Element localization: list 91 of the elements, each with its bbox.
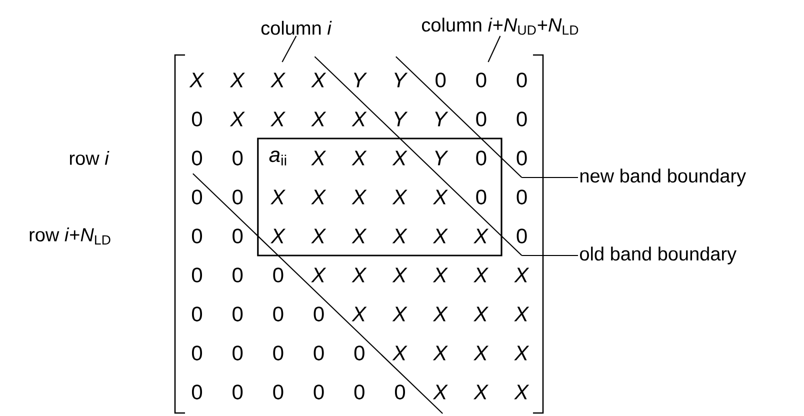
leader-line: [488, 36, 501, 62]
leader-line: [522, 254, 578, 256]
matrix-entry: X: [311, 190, 326, 204]
matrix-entry: 0: [476, 72, 486, 88]
matrix-entry: X: [514, 268, 530, 282]
matrix-entry: 0: [232, 150, 243, 166]
matrix-entry: X: [392, 190, 408, 204]
matrix-entry: 0: [314, 306, 324, 322]
matrix-entry: 0: [192, 346, 202, 360]
matrix-entry: X: [311, 72, 326, 88]
matrix-entry: 0: [192, 112, 202, 126]
matrix-entry: 0: [232, 228, 243, 244]
matrix-entry: X: [432, 190, 448, 204]
matrix-entry: X: [270, 190, 286, 204]
matrix-entry: 0: [192, 384, 202, 400]
matrix-entry: X: [352, 228, 367, 244]
matrix-entry: Y: [435, 150, 448, 166]
matrix-entry: 0: [192, 268, 202, 282]
matrix-entry: 0: [192, 150, 202, 166]
matrix-entry: 0: [516, 150, 527, 166]
matrix-entry: 0: [354, 346, 364, 360]
matrix-entry: X: [473, 384, 489, 400]
matrix-entry: a$_{ii}$: [269, 150, 286, 166]
matrix-entry: X: [311, 228, 326, 244]
matrix-entry: X: [473, 268, 489, 282]
matrix-entry: X: [352, 112, 367, 126]
matrix-entry: 0: [273, 268, 284, 282]
matrix-entry: X: [311, 112, 326, 126]
matrix-entry: X: [514, 346, 530, 360]
matrix-entry: X: [230, 72, 245, 88]
matrix-entry: 0: [516, 72, 527, 88]
matrix-entry: X: [270, 112, 286, 126]
matrix-entry: X: [473, 228, 489, 244]
matrix-entry: 0: [232, 306, 243, 322]
matrix-entry: 0: [476, 150, 486, 166]
matrix-entry: Y: [435, 112, 448, 126]
matrix-entry: 0: [232, 190, 243, 204]
matrix-entry: X: [352, 190, 367, 204]
column-label: column i+N$_{UD}$+N$_{LD}$: [422, 18, 578, 35]
matrix-entry: 0: [273, 306, 284, 322]
matrix-entry: X: [189, 72, 204, 88]
matrix-entry: 0: [273, 346, 284, 360]
matrix-entry: Y: [394, 72, 408, 88]
matrix-entry: Y: [394, 112, 408, 126]
matrix-entry: Y: [354, 72, 368, 88]
matrix-entry: 0: [192, 190, 202, 204]
column-label: column i: [261, 20, 332, 35]
matrix-entry: 0: [354, 384, 364, 400]
matrix-entry: X: [473, 306, 489, 322]
row-label: row i+N$_{LD}$: [30, 228, 110, 244]
matrix-entry: X: [392, 228, 408, 244]
matrix-entry: 0: [394, 384, 406, 400]
matrix-entry: 0: [192, 306, 202, 322]
matrix-entry: 0: [516, 228, 527, 244]
matrix-entry: X: [352, 150, 367, 166]
matrix-entry: X: [311, 150, 326, 166]
row-label: row i: [70, 151, 110, 165]
matrix-entry: X: [270, 72, 286, 88]
boundary-label: new band boundary: [580, 168, 746, 186]
matrix-entry: X: [432, 384, 448, 400]
matrix-entry: X: [270, 228, 286, 244]
boundary-label: old band boundary: [580, 246, 737, 264]
matrix-entry: X: [514, 384, 530, 400]
matrix-entry: X: [432, 268, 448, 282]
matrix-entry: X: [432, 228, 448, 244]
matrix-entry: X: [514, 306, 530, 322]
matrix-entry: X: [230, 112, 245, 126]
matrix-entry: X: [352, 306, 367, 322]
matrix-entry: 0: [476, 190, 486, 204]
matrix-entry: 0: [314, 384, 324, 400]
matrix-entry: 0: [476, 112, 486, 126]
matrix-entry: X: [432, 346, 448, 360]
matrix-entry: X: [473, 346, 489, 360]
matrix-entry: X: [432, 306, 448, 322]
matrix-entry: 0: [314, 346, 324, 360]
leader-line: [522, 176, 578, 178]
matrix-entry: X: [392, 150, 408, 166]
matrix-entry: X: [311, 268, 326, 282]
matrix-entry: X: [392, 346, 408, 360]
matrix-entry: 0: [273, 384, 284, 400]
matrix-entry: X: [392, 268, 408, 282]
matrix-entry: 0: [232, 384, 243, 400]
matrix-entry: 0: [192, 228, 202, 244]
matrix-entry: 0: [232, 268, 243, 282]
matrix-entry: 0: [232, 346, 243, 360]
matrix-entry: X: [392, 306, 408, 322]
matrix-entry: 0: [516, 190, 527, 204]
leader-line: [282, 36, 297, 62]
matrix-entry: 0: [516, 112, 527, 126]
matrix-entry: 0: [436, 72, 446, 88]
matrix-entry: X: [352, 268, 367, 282]
